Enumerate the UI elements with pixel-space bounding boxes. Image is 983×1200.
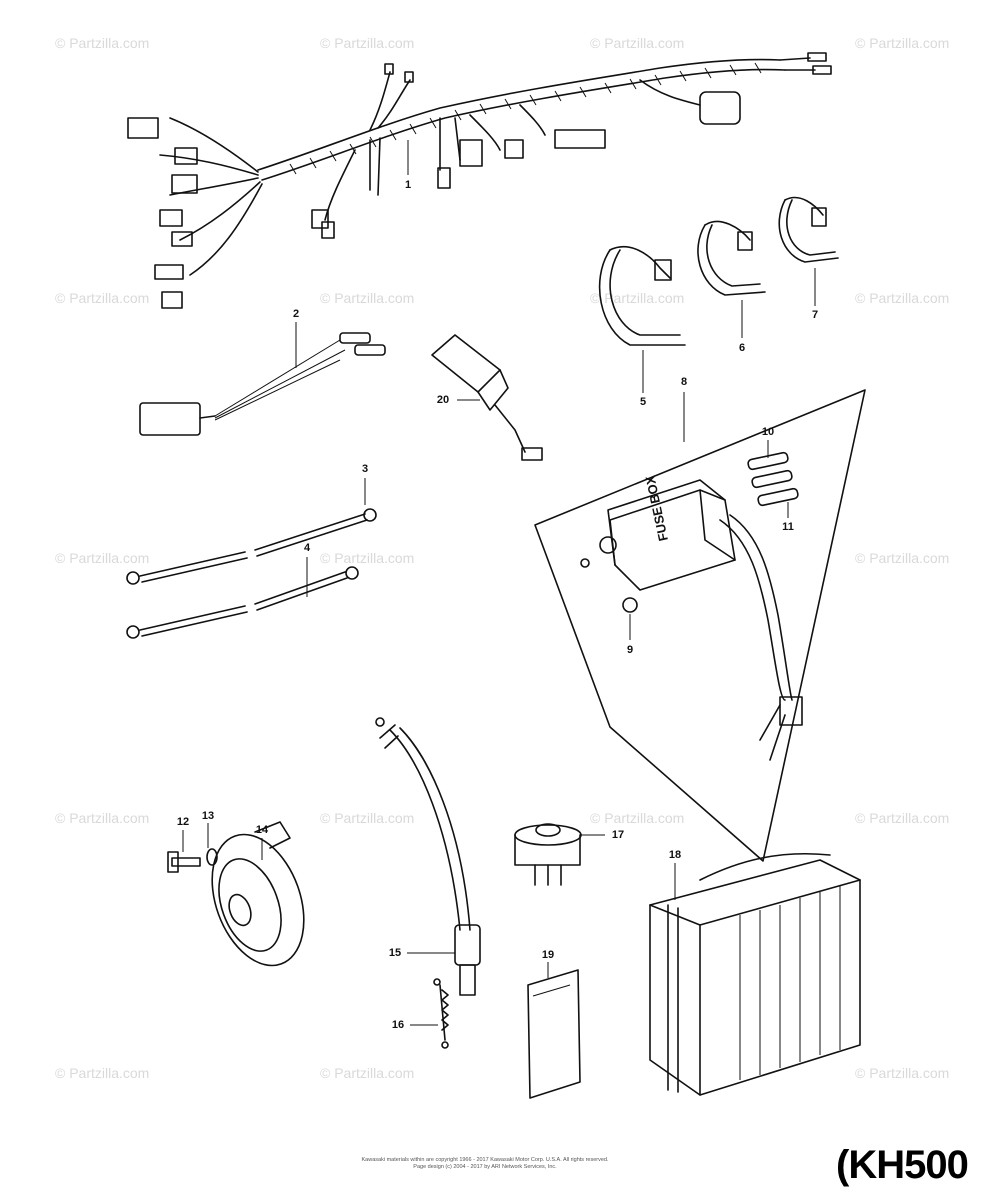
callout-17: 17: [611, 829, 625, 841]
callout-8: 8: [680, 376, 688, 388]
callout-6: 6: [738, 342, 746, 354]
callout-11: 11: [782, 521, 794, 533]
model-code: (KH500: [836, 1143, 969, 1187]
copyright-line-1: Kawasaki materials within are copyright …: [361, 1157, 609, 1163]
callout-14: 14: [255, 824, 269, 836]
switch-drawing: [375, 717, 481, 1049]
callout-1: 1: [404, 179, 412, 191]
connector-unit-drawing: [431, 334, 543, 461]
callout-5: 5: [639, 396, 647, 408]
instruction-sheet-drawing: [527, 962, 581, 1099]
copyright-line-2: Page design (c) 2004 - 2017 by ARI Netwo…: [413, 1164, 557, 1170]
horn-drawing: [167, 821, 305, 967]
callout-2: 2: [292, 308, 300, 320]
callout-4: 4: [303, 542, 311, 554]
sub-harness-drawing: [139, 322, 386, 436]
ground-leads-drawing: [126, 478, 377, 639]
callout-20: 20: [436, 394, 450, 406]
callout-10: 10: [761, 426, 775, 438]
copyright-footer: Kawasaki materials within are copyright …: [330, 1157, 640, 1171]
fuse-box-drawing: FUSE BOX: [534, 389, 866, 862]
callout-16: 16: [391, 1019, 405, 1031]
battery-drawing: [649, 852, 861, 1096]
bands-drawing: [598, 196, 839, 393]
callout-19: 19: [541, 949, 555, 961]
wiring-harness-drawing: [127, 52, 832, 309]
callout-18: 18: [668, 849, 682, 861]
callout-15: 15: [388, 947, 402, 959]
relay-drawing: [514, 823, 605, 886]
callout-9: 9: [626, 644, 634, 656]
callout-3: 3: [361, 463, 369, 475]
callout-12: 12: [176, 816, 190, 828]
callout-7: 7: [811, 309, 819, 321]
callout-13: 13: [201, 810, 215, 822]
